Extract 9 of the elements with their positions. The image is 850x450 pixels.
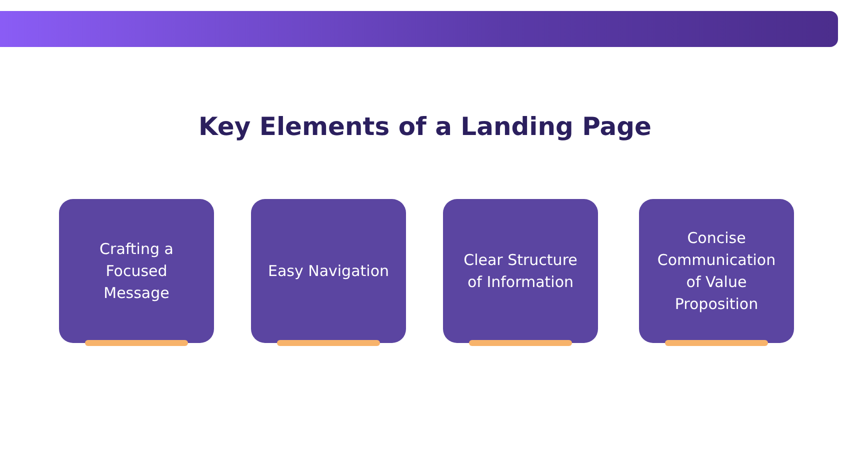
card-label: Concise Communication of Value Proposition: [656, 228, 777, 315]
card-label: Crafting a Focused Message: [98, 239, 174, 304]
element-card: [59, 199, 214, 343]
title: Key Elements of a Landing Page: [198, 112, 652, 141]
element-card: [443, 199, 598, 343]
element-card: [251, 199, 406, 343]
card-label: Easy Navigation: [266, 261, 390, 282]
element-card: [639, 199, 794, 343]
card-label: Clear Structure of Information: [462, 250, 578, 293]
